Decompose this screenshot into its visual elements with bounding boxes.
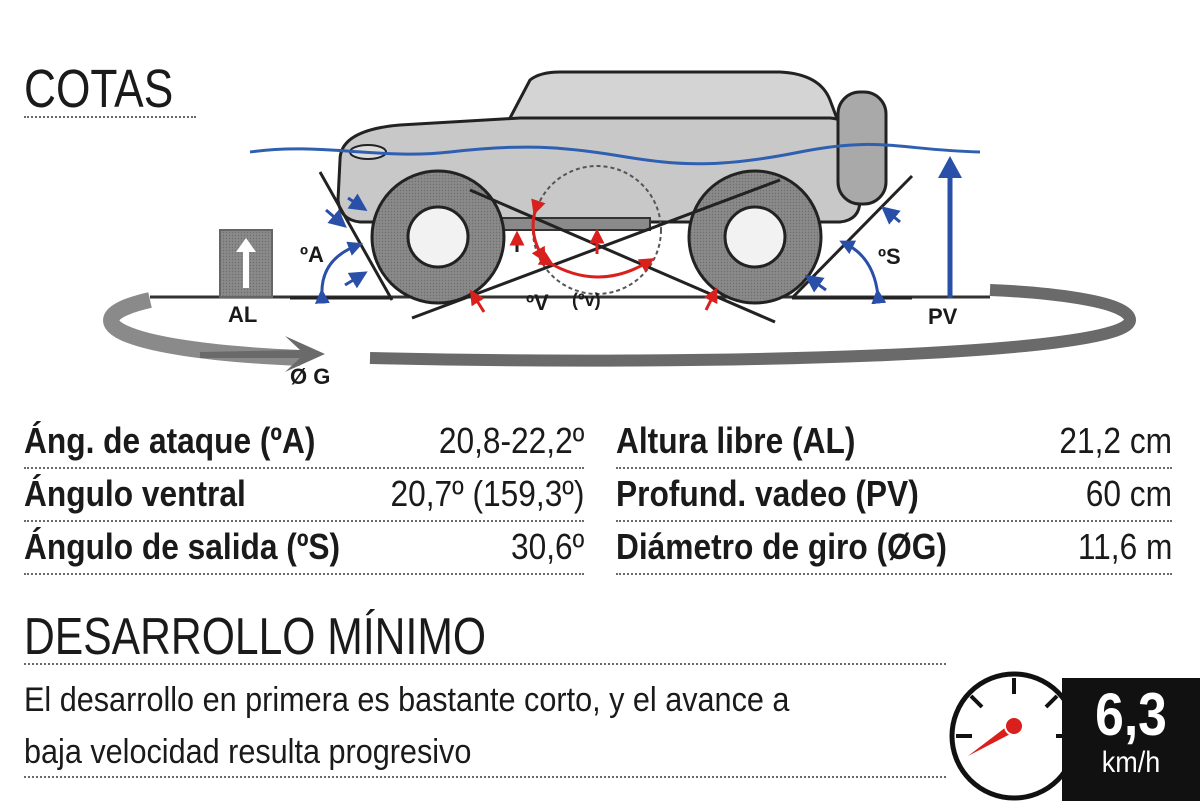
label-attack: ºA: [300, 242, 324, 267]
turning-circle: [103, 284, 1137, 372]
spec-divider: [24, 467, 584, 469]
spec-label: Ángulo de salida (ºS): [24, 526, 341, 567]
spec-row: Profund. vadeo (PV) 60 cm: [616, 471, 1172, 524]
desarrollo-divider: [24, 663, 946, 665]
label-exit: ºS: [878, 244, 901, 269]
spec-label: Ángulo ventral: [24, 473, 246, 514]
spec-row: Ángulo ventral 20,7º (159,3º): [24, 471, 584, 524]
spec-row: Diámetro de giro (ØG) 11,6 m: [616, 524, 1172, 577]
label-ventral-alt: (ºv): [572, 290, 601, 310]
speed-badge: 6,3 km/h: [1062, 678, 1200, 801]
spec-row: Ángulo de salida (ºS) 30,6º: [24, 524, 584, 577]
wading-depth-arrow: [938, 156, 962, 298]
spec-divider: [616, 520, 1172, 522]
desarrollo-line: baja velocidad resulta progresivo: [24, 733, 472, 771]
spec-value: 20,8-22,2º: [438, 420, 584, 461]
spec-label: Altura libre (AL): [616, 420, 856, 461]
spec-divider: [24, 573, 584, 575]
label-ventral: ºV: [526, 290, 549, 315]
cotas-title: COTAS: [24, 59, 174, 119]
desarrollo-bottom-divider: [24, 776, 946, 778]
spec-row: Áng. de ataque (ºA) 20,8-22,2º: [24, 418, 584, 471]
spec-divider: [616, 573, 1172, 575]
desarrollo-line: El desarrollo en primera es bastante cor…: [24, 681, 790, 719]
attack-angle: [290, 171, 394, 304]
clearance-indicator: [219, 229, 273, 298]
cotas-divider: [24, 116, 196, 118]
vehicle-geometry-diagram: ºA ºV (ºv) ºS AL PV Ø G: [103, 70, 1137, 389]
specs-right-column: Altura libre (AL) 21,2 cm Profund. vadeo…: [616, 418, 1172, 577]
spec-label: Áng. de ataque (ºA): [24, 420, 316, 461]
speed-unit: km/h: [1101, 746, 1161, 779]
label-wading: PV: [928, 304, 958, 329]
ventral-angle: [411, 178, 781, 324]
rear-wheel: [687, 169, 823, 305]
exit-angle: [790, 174, 914, 305]
label-clearance: AL: [228, 302, 257, 327]
water-line: [249, 142, 981, 166]
spec-divider: [24, 520, 584, 522]
front-wheel: [370, 169, 506, 305]
label-turning: Ø G: [290, 364, 330, 389]
spec-value: 20,7º (159,3º): [390, 473, 584, 514]
spec-value: 21,2 cm: [1059, 420, 1172, 461]
spec-row: Altura libre (AL) 21,2 cm: [616, 418, 1172, 471]
spec-value: 30,6º: [510, 526, 584, 567]
spec-divider: [616, 467, 1172, 469]
desarrollo-description: El desarrollo en primera es bastante cor…: [24, 674, 834, 778]
speed-value: 6,3: [1095, 681, 1167, 748]
speedometer-icon: [949, 671, 1079, 801]
spec-value: 60 cm: [1085, 473, 1172, 514]
desarrollo-title: DESARROLLO MÍNIMO: [24, 608, 487, 666]
spec-value: 11,6 m: [1077, 526, 1172, 567]
spec-label: Profund. vadeo (PV): [616, 473, 919, 514]
spec-label: Diámetro de giro (ØG): [616, 526, 947, 567]
specs-left-column: Áng. de ataque (ºA) 20,8-22,2º Ángulo ve…: [24, 418, 584, 577]
